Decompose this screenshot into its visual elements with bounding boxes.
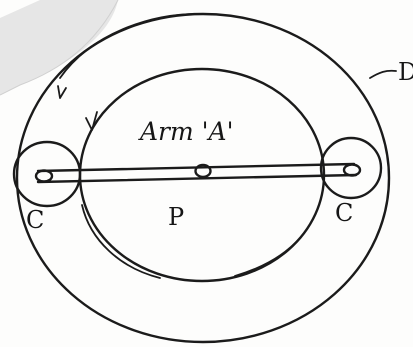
planet-gear-left	[12, 140, 82, 208]
watermark-stamp-edge	[0, 0, 119, 96]
sun-gear-retrace-2	[234, 237, 301, 277]
pivot-hub	[194, 163, 212, 179]
planet-gear-right	[319, 136, 383, 200]
arm-bar-bottom	[36, 173, 358, 184]
planet-left-label: C	[26, 206, 44, 234]
sun-gear-retrace	[81, 204, 161, 279]
outer-gear-label: D	[398, 58, 413, 86]
outer-ring-gear-retrace	[59, 13, 206, 79]
rotation-arrow-2-icon	[57, 85, 67, 99]
rotation-arrow-icon	[85, 111, 98, 131]
arm-pin-left	[34, 169, 54, 183]
arm-pin-right	[342, 163, 362, 177]
watermark-stamp	[0, 0, 118, 95]
planet-right-label: C	[335, 199, 353, 227]
outer-gear-leader	[369, 69, 397, 79]
arm-label: Arm 'A'	[138, 117, 233, 146]
pivot-label: P	[168, 203, 184, 231]
